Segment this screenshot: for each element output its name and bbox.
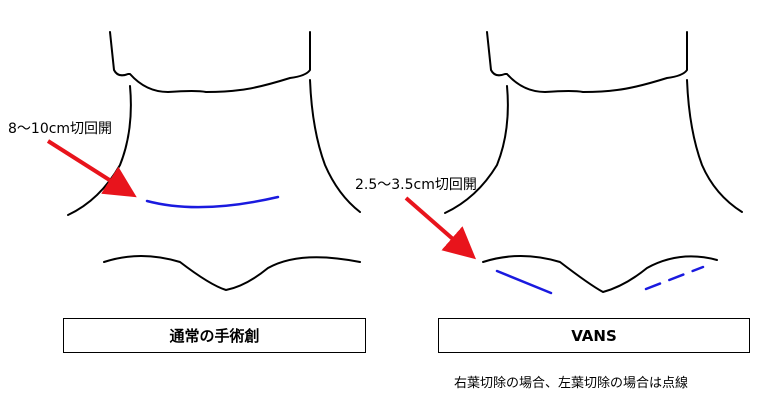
right-red-arrow [404, 196, 477, 260]
right-incision-line-solid [495, 269, 553, 295]
footnote: 右葉切除の場合、左葉切除の場合は点線 [454, 376, 689, 391]
left-caption-box: 通常の手術創 [63, 318, 366, 353]
right-incision-line-dashed [644, 265, 705, 291]
left-red-arrow [46, 139, 137, 198]
left-caption: 通常の手術創 [169, 327, 260, 345]
left-neck-outline [67, 31, 361, 291]
right-neck-outline [444, 31, 743, 293]
left-incision-line [145, 195, 280, 209]
right-caption: VANS [571, 326, 617, 345]
right-caption-box: VANS [438, 318, 750, 353]
left-annotation: 8～10cm切回開 [8, 121, 113, 137]
right-annotation: 2.5～3.5cm切回開 [355, 177, 477, 193]
